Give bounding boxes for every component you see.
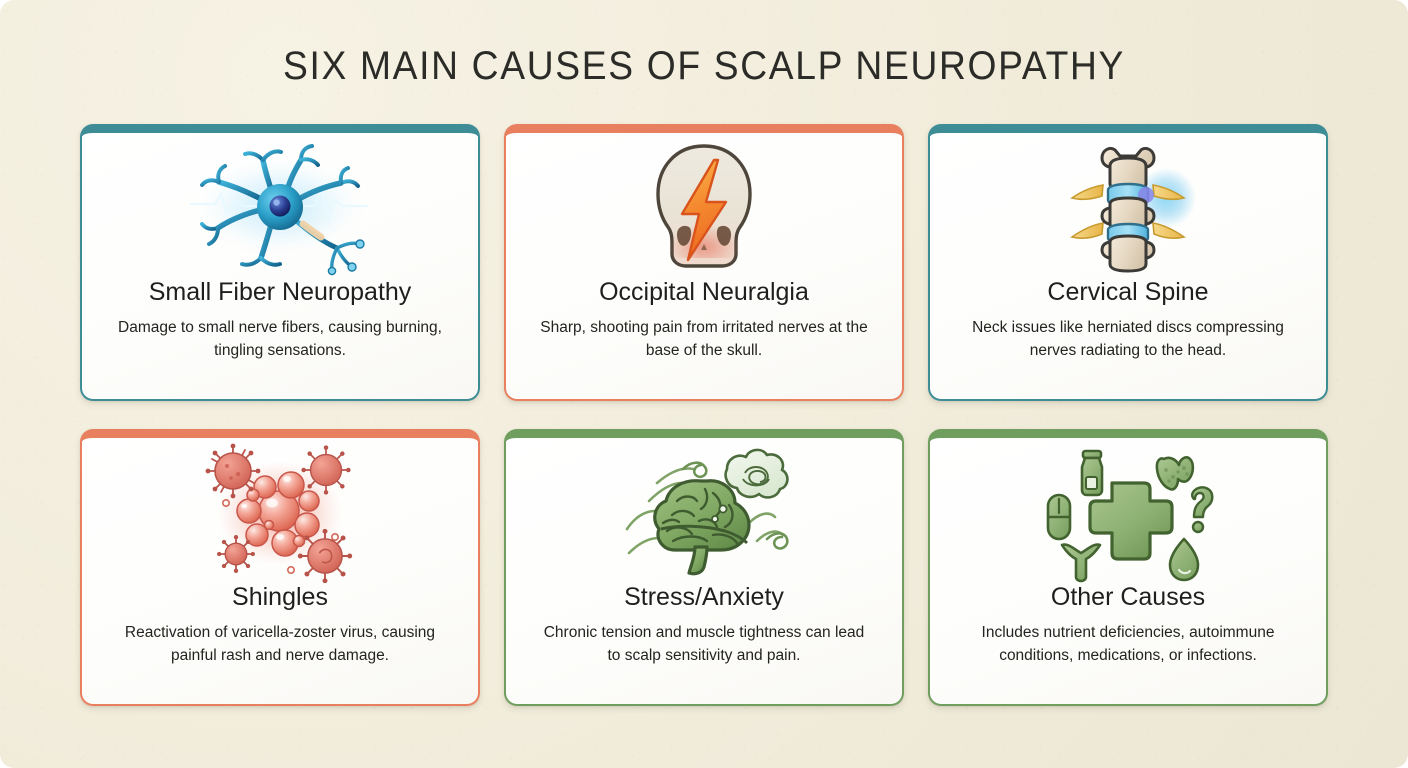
card-small-fiber-neuropathy[interactable]: Small Fiber Neuropathy Damage to small n… [80,124,480,401]
card-description: Includes nutrient deficiencies, autoimmu… [981,623,1275,665]
card-shingles[interactable]: Shingles Reactivation of varicella-zoste… [80,429,480,706]
vertebrae-icon [930,133,1326,283]
card-title: Small Fiber Neuropathy [148,278,412,306]
card-title: Cervical Spine [1047,278,1209,306]
title-container: SIX MAIN CAUSES OF SCALP NEUROPATHY [0,44,1408,89]
medical-cross-cluster-icon [930,438,1326,588]
card-stress-anxiety[interactable]: Stress/Anxiety Chronic tension and muscl… [504,429,904,706]
neuron-icon [82,133,478,283]
card-title: Shingles [232,583,328,611]
card-description: Reactivation of varicella-zoster virus, … [124,623,436,665]
page-title: SIX MAIN CAUSES OF SCALP NEUROPATHY [282,44,1126,88]
causes-card-grid: Small Fiber Neuropathy Damage to small n… [80,124,1328,706]
card-description: Chronic tension and muscle tightness can… [543,623,865,665]
card-description: Damage to small nerve fibers, causing bu… [118,318,442,360]
card-occipital-neuralgia[interactable]: Occipital Neuralgia Sharp, shooting pain… [504,124,904,401]
card-cervical-spine[interactable]: Cervical Spine Neck issues like herniate… [928,124,1328,401]
card-other-causes[interactable]: Other Causes Includes nutrient deficienc… [928,429,1328,706]
card-description: Neck issues like herniated discs compres… [972,318,1284,360]
card-title: Other Causes [1050,583,1206,611]
virus-rash-icon [82,438,478,588]
card-description: Sharp, shooting pain from irritated nerv… [540,318,868,360]
card-title: Stress/Anxiety [624,583,784,611]
skull-lightning-icon [506,133,902,283]
card-title: Occipital Neuralgia [599,278,809,306]
brain-stress-icon [506,438,902,588]
